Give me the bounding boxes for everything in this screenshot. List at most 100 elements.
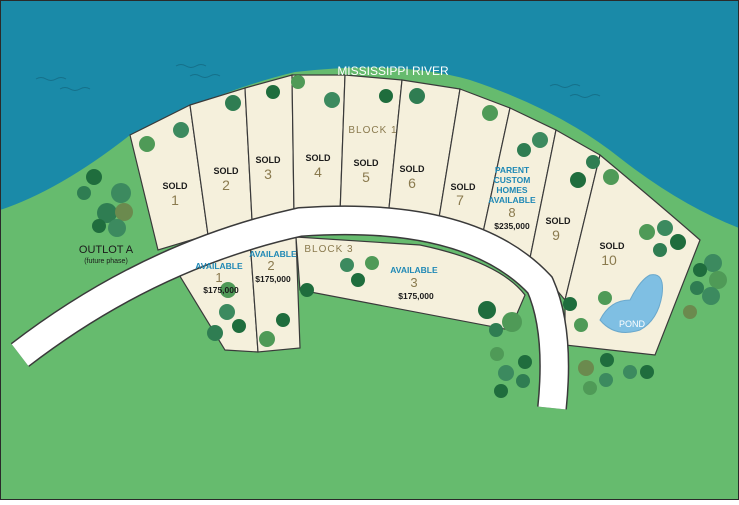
river-label: MISSISSIPPI RIVER — [337, 64, 449, 78]
tree — [598, 291, 612, 305]
tree — [115, 203, 133, 221]
lot-status-line: AVAILABLE — [488, 195, 536, 205]
tree — [482, 105, 498, 121]
tree — [640, 365, 654, 379]
tree — [709, 271, 727, 289]
lot-status: AVAILABLE — [195, 261, 243, 271]
tree — [139, 136, 155, 152]
tree — [490, 347, 504, 361]
river-waves — [35, 64, 601, 98]
lot-number: 3 — [264, 166, 272, 182]
tree — [77, 186, 91, 200]
lot-number: 2 — [222, 177, 230, 193]
tree — [219, 304, 235, 320]
tree — [574, 318, 588, 332]
block3-label: BLOCK 3 — [304, 244, 353, 255]
lot-number: 8 — [508, 205, 515, 220]
lot-number: 5 — [362, 169, 370, 185]
lot-status: AVAILABLE — [390, 265, 438, 275]
lot-number: 4 — [314, 164, 322, 180]
tree — [478, 301, 496, 319]
tree — [108, 219, 126, 237]
tree — [351, 273, 365, 287]
tree — [502, 312, 522, 332]
pond-label: POND — [619, 319, 646, 329]
lot-status-line: PARENT — [495, 165, 530, 175]
lot-status: SOLD — [599, 241, 625, 251]
lot-number: 7 — [456, 192, 464, 208]
tree — [173, 122, 189, 138]
tree — [670, 234, 686, 250]
tree — [517, 143, 531, 157]
tree — [86, 169, 102, 185]
tree — [266, 85, 280, 99]
lot-price: $235,000 — [494, 221, 530, 231]
tree — [683, 305, 697, 319]
tree — [693, 263, 707, 277]
tree — [225, 95, 241, 111]
tree — [600, 353, 614, 367]
tree — [97, 203, 117, 223]
lot-status: SOLD — [399, 164, 425, 174]
lot-number: 1 — [171, 192, 179, 208]
block1-lot-labels: SOLD 1 SOLD 2 SOLD 3 SOLD 4 SOLD 5 SOLD … — [162, 153, 625, 268]
lot-price: $175,000 — [203, 285, 239, 295]
outlot-note: (future phase) — [84, 258, 128, 265]
tree — [623, 365, 637, 379]
tree — [494, 384, 508, 398]
tree — [207, 325, 223, 341]
lot-price: $175,000 — [255, 274, 291, 284]
tree — [563, 297, 577, 311]
lot-status: SOLD — [213, 166, 239, 176]
tree — [657, 220, 673, 236]
lot-block1-10 — [564, 153, 701, 356]
tree — [300, 283, 314, 297]
tree — [111, 183, 131, 203]
tree — [232, 319, 246, 333]
tree — [489, 323, 503, 337]
tree — [586, 155, 600, 169]
tree — [409, 88, 425, 104]
trees — [77, 75, 727, 398]
tree — [516, 374, 530, 388]
lot-number: 6 — [408, 175, 416, 191]
tree — [259, 331, 275, 347]
tree — [365, 256, 379, 270]
outlot-label: OUTLOT A — [79, 244, 134, 256]
tree — [532, 132, 548, 148]
lot-number: 10 — [601, 252, 617, 268]
tree — [599, 373, 613, 387]
tree — [690, 281, 704, 295]
tree — [570, 172, 586, 188]
lot-status-line: HOMES — [496, 185, 528, 195]
lot-number: 2 — [267, 258, 274, 273]
tree — [498, 365, 514, 381]
tree — [276, 313, 290, 327]
lot-status: SOLD — [305, 153, 331, 163]
tree — [291, 75, 305, 89]
lot-status: SOLD — [545, 216, 571, 226]
tree — [578, 360, 594, 376]
tree — [518, 355, 532, 369]
lot-number: 1 — [215, 270, 222, 285]
tree — [639, 224, 655, 240]
tree — [653, 243, 667, 257]
lot-number: 3 — [410, 275, 417, 290]
block1-label: BLOCK 1 — [348, 125, 397, 136]
lot-status-line: CUSTOM — [494, 175, 531, 185]
tree — [603, 169, 619, 185]
lot-status: SOLD — [450, 182, 476, 192]
tree — [583, 381, 597, 395]
lot-status: AVAILABLE — [249, 249, 297, 259]
pond — [599, 274, 663, 333]
tree — [340, 258, 354, 272]
lot-status: SOLD — [353, 158, 379, 168]
lot-status: SOLD — [162, 181, 188, 191]
road — [11, 206, 568, 410]
tree — [92, 219, 106, 233]
tree — [379, 89, 393, 103]
tree — [704, 254, 722, 272]
tree — [702, 287, 720, 305]
